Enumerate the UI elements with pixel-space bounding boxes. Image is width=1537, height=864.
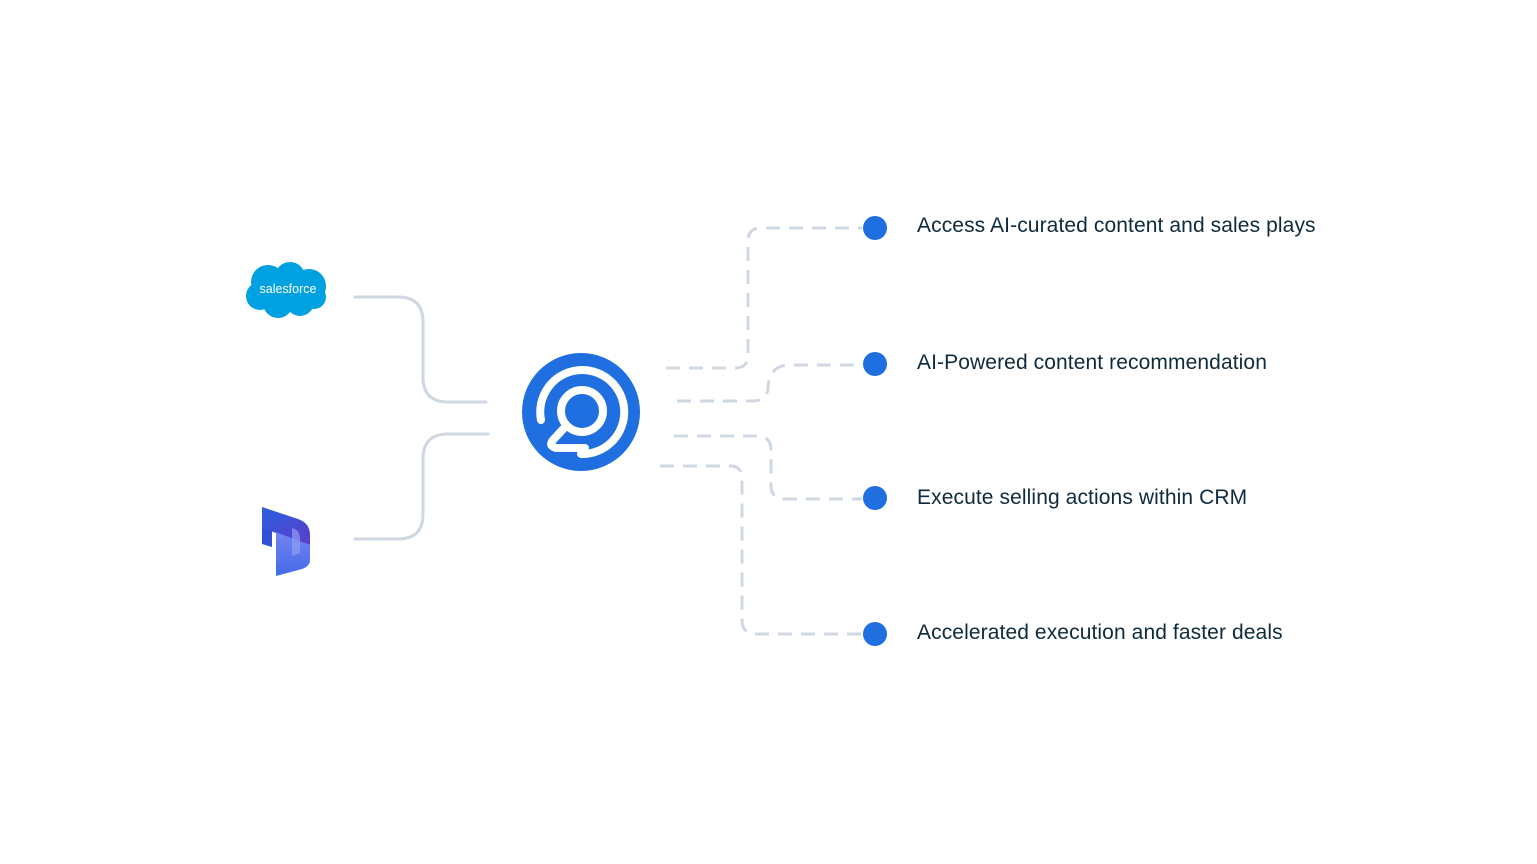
connector-hub-to-outcome-4 [660,464,862,636]
outcome-dot-2 [863,352,887,376]
outcome-dot-4 [863,622,887,646]
outcome-label-1: Access AI-curated content and sales play… [917,214,1316,237]
outcome-label-4: Accelerated execution and faster deals [917,621,1283,644]
salesforce-logo-text: salesforce [260,282,317,296]
connector-hub-to-outcome-1 [666,226,862,370]
outcome-dot-1 [863,216,887,240]
dynamics-365-icon [262,507,310,576]
salesforce-cloud-icon: salesforce [246,262,326,318]
seismic-logo-icon [522,353,640,471]
connector-salesforce-to-hub [353,295,488,404]
connector-dynamics-to-hub [353,432,490,541]
connector-hub-to-outcome-2 [677,363,862,403]
outcome-dot-3 [863,486,887,510]
connector-hub-to-outcome-3 [674,434,862,501]
outcome-label-2: AI-Powered content recommendation [917,351,1267,374]
outcome-label-3: Execute selling actions within CRM [917,486,1248,509]
